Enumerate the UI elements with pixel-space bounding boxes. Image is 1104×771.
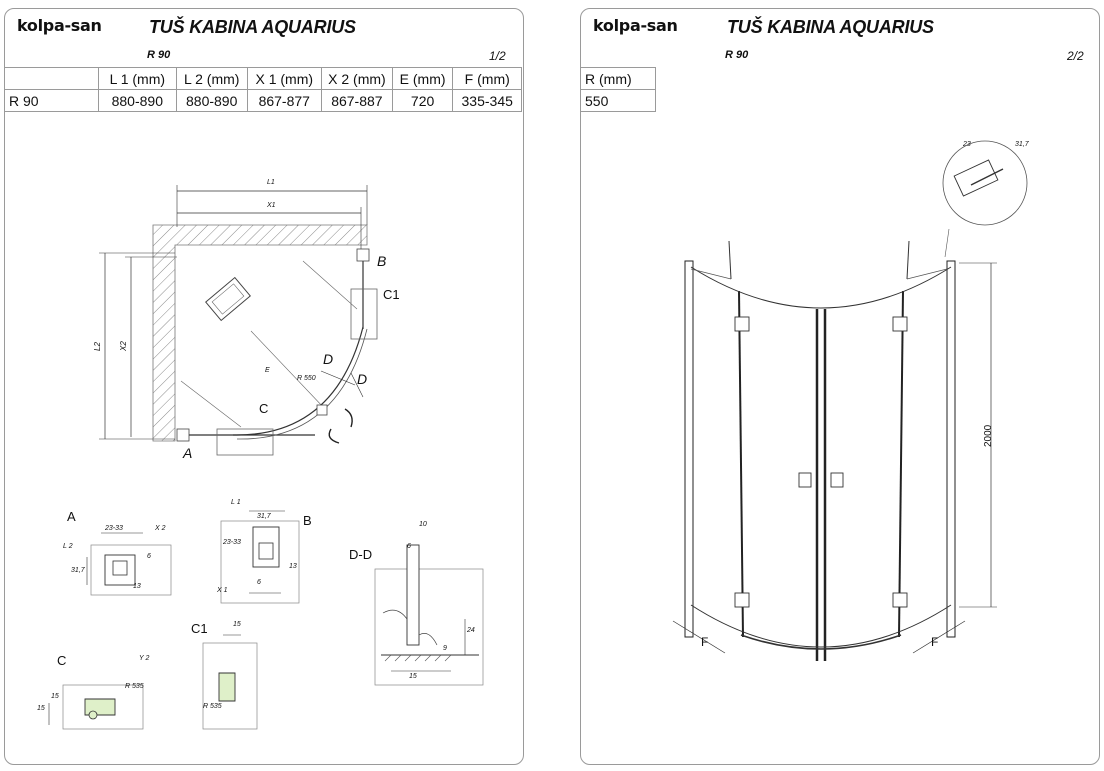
detail-b-dim: L 1: [231, 499, 241, 506]
detail-a-dim: 6: [147, 553, 151, 560]
detail-c1-dim: R 535: [203, 703, 222, 710]
plan-view-drawing: [48, 185, 484, 730]
marker-c: C: [259, 401, 269, 416]
table-header: F (mm): [452, 67, 522, 90]
marker-d-lower: D: [357, 371, 368, 387]
detail-dd-dim: 24: [467, 627, 475, 634]
detail-b-dim: 31,7: [257, 513, 271, 520]
dim-label-f-right: F: [931, 635, 939, 649]
detail-b-dim: 13: [289, 563, 297, 570]
sheet-page-2: kolpa-san TUŠ KABINA AQUARIUS R 90 2/2 R…: [580, 8, 1100, 765]
table-cell: R 90: [5, 89, 99, 112]
dim-label-l1: L1: [267, 179, 275, 186]
document-title: TUŠ KABINA AQUARIUS: [149, 17, 356, 37]
table-header: E (mm): [391, 67, 454, 90]
marker-a: A: [183, 445, 193, 461]
marker-c1: C1: [383, 287, 400, 302]
detail-dim-b: 31,7: [1015, 141, 1029, 148]
detail-dd-dim: 15: [409, 673, 417, 680]
table-header: X 1 (mm): [246, 67, 323, 90]
table-header: R (mm): [581, 67, 656, 90]
marker-b: B: [377, 253, 387, 269]
table-row: R 90 880-890 880-890 867-877 867-887 720…: [5, 89, 522, 112]
detail-b-title: B: [303, 513, 312, 528]
detail-dd-dim: 6: [407, 543, 411, 550]
dim-label-f-left: F: [701, 635, 709, 649]
detail-b-dim: 6: [257, 579, 261, 586]
model-label: R 90: [147, 49, 171, 61]
detail-c-dim: 15: [51, 693, 59, 700]
detail-c1-title: C1: [191, 621, 208, 636]
table-header: L 1 (mm): [97, 67, 177, 90]
table-cell: 880-890: [97, 89, 177, 112]
table-header-row: R (mm): [581, 67, 656, 90]
detail-c-dim: R 535: [125, 683, 144, 690]
detail-a-dim: L 2: [63, 543, 73, 550]
table-header-row: L 1 (mm) L 2 (mm) X 1 (mm) X 2 (mm) E (m…: [5, 67, 522, 90]
detail-dd-title: D-D: [349, 547, 373, 562]
table-cell: 880-890: [175, 89, 248, 112]
detail-a-dim: 13: [133, 583, 141, 590]
brand-logo: kolpa-san: [593, 16, 678, 35]
detail-dd-dim: 9: [443, 645, 447, 652]
detail-c-title: C: [57, 653, 67, 668]
dimension-table: L 1 (mm) L 2 (mm) X 1 (mm) X 2 (mm) E (m…: [5, 67, 522, 112]
document-title: TUŠ KABINA AQUARIUS: [727, 17, 934, 37]
dim-label-x2: X2: [119, 341, 128, 351]
detail-dd-dim: 10: [419, 521, 427, 528]
detail-dim-a: 23: [963, 141, 971, 148]
table-cell: 335-345: [452, 89, 522, 112]
detail-c1-dim: 15: [233, 621, 241, 628]
dim-label-x1: X1: [267, 202, 276, 209]
table-header: L 2 (mm): [175, 67, 248, 90]
height-dimension: 2000: [983, 424, 994, 447]
table-cell: 867-877: [246, 89, 323, 112]
front-elevation-drawing: [672, 140, 1028, 661]
detail-a-title: A: [67, 509, 76, 524]
detail-a-dim: 23-33: [105, 525, 123, 532]
detail-c-dim: 15: [37, 705, 45, 712]
detail-c-dim: Y 2: [139, 655, 150, 662]
table-row: 550: [581, 89, 656, 112]
table-cell: 720: [391, 89, 454, 112]
sheet-page-1: kolpa-san TUŠ KABINA AQUARIUS R 90 1/2 L…: [4, 8, 524, 765]
brand-logo: kolpa-san: [17, 16, 102, 35]
table-cell: 550: [581, 89, 656, 112]
detail-b-dim: X 1: [217, 587, 228, 594]
detail-a-dim: X 2: [155, 525, 166, 532]
detail-a-dim: 31,7: [71, 567, 85, 574]
table-cell: 867-887: [321, 89, 393, 112]
dim-label-l2: L2: [93, 342, 102, 351]
model-label: R 90: [725, 49, 749, 61]
radius-table: R (mm) 550: [581, 67, 656, 112]
dim-label-radius: R 550: [297, 375, 316, 382]
page-number: 2/2: [1067, 49, 1084, 63]
marker-d-upper: D: [323, 351, 334, 367]
page-number: 1/2: [489, 49, 506, 63]
detail-b-dim: 23-33: [223, 539, 241, 546]
dim-label-e: E: [265, 367, 270, 374]
